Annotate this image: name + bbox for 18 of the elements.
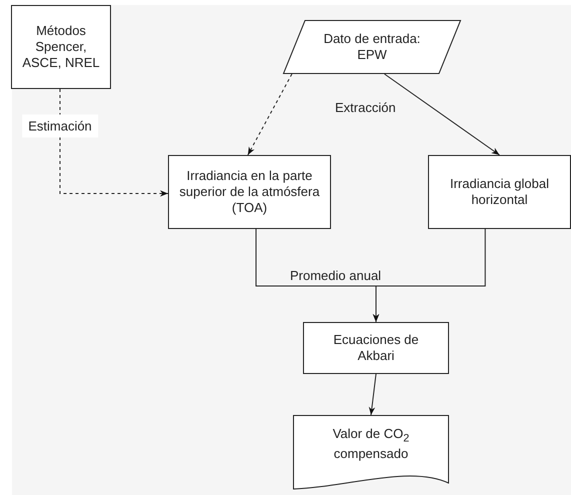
arrow (368, 374, 376, 416)
node-text: Métodos Spencer, ASCE, NREL (21, 22, 101, 72)
process-box (11, 5, 111, 89)
process-box (168, 155, 331, 229)
node-text: Dato de entrada: EPW (322, 30, 422, 64)
arrow (372, 228, 486, 322)
node-text: Valor de CO$_{2}$ compensado (332, 426, 410, 462)
arrow (60, 88, 168, 197)
process-box (303, 322, 449, 374)
annotation-text: Promedio anual (290, 268, 382, 283)
process-box (428, 155, 571, 229)
node-text: Ecuaciones de Akbari (332, 332, 420, 364)
arrow (247, 74, 292, 156)
node-text: Irradiancia en la parte superior de la atmósfera (TOA) (179, 168, 320, 216)
annotation-text: Extracción (335, 100, 396, 115)
edge-label: Estimación (22, 114, 98, 138)
arrow (384, 74, 500, 156)
node-text: Irradiancia global horizontal (448, 176, 550, 208)
